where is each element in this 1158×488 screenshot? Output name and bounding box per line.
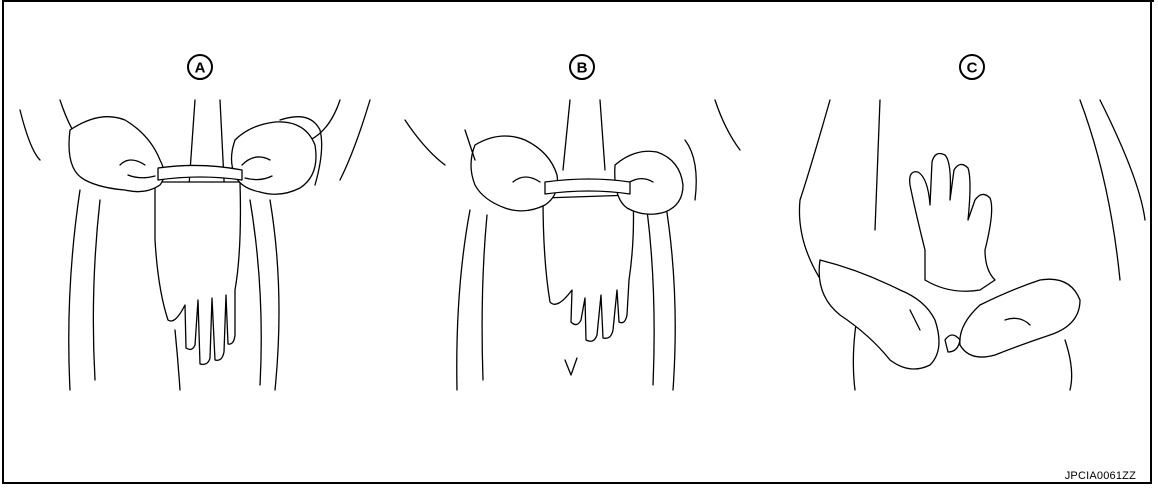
figure-b-glove-inflation	[395, 90, 765, 400]
circled-b-icon: B	[567, 52, 597, 82]
svg-text:B: B	[577, 60, 588, 77]
panel-label-b: B	[562, 52, 602, 82]
svg-text:A: A	[195, 60, 206, 77]
figure-c-glove-squeeze	[780, 90, 1150, 400]
panel-label-a: A	[180, 52, 220, 82]
circled-c-icon: C	[957, 52, 987, 82]
figure-a-glove-inspection	[10, 90, 380, 400]
panel-label-c: C	[952, 52, 992, 82]
circled-a-icon: A	[185, 52, 215, 82]
svg-text:C: C	[967, 60, 978, 77]
figure-code: JPCIA0061ZZ	[1065, 470, 1136, 482]
